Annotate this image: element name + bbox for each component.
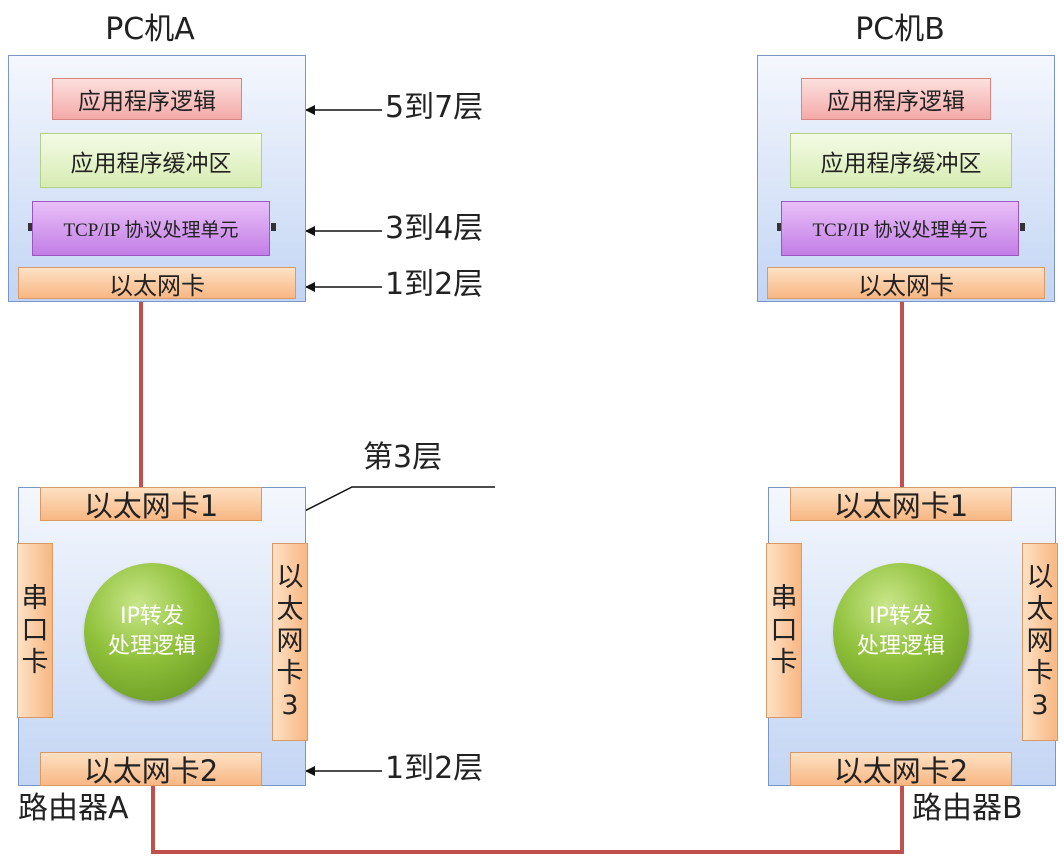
annotation-layer-3: 第3层 [363, 440, 443, 475]
pc-a-stack-edge-left [28, 223, 33, 231]
pc-b-stack-edge-right [1020, 223, 1025, 231]
pc-b-title: PC机B [855, 12, 945, 47]
router-a-nic3-char: 以 [276, 562, 304, 593]
router-b-ip-forwarding-logic: IP转发 处理逻辑 [833, 563, 969, 701]
router-a-core-line2: 处理逻辑 [107, 634, 196, 659]
router-b-core-line2: 处理逻辑 [856, 634, 945, 659]
router-a-serial-card: 串 口 卡 [17, 543, 53, 718]
router-b-nic3-char: 以 [1026, 562, 1054, 593]
annotation-layers-5-7: 5到7层 [385, 90, 484, 125]
router-a-serial-char: 口 [21, 614, 49, 646]
router-a-core-line1: IP转发 [120, 604, 184, 629]
annotation-layers-3-4: 3到4层 [385, 211, 484, 246]
router-a-nic3-char: 卡 [276, 658, 304, 689]
pc-b-app-buffer: 应用程序缓冲区 [790, 133, 1012, 188]
router-b-nic3-char: 卡 [1026, 658, 1054, 689]
link-router-a-router-b [151, 786, 904, 854]
pc-b-app-logic: 应用程序逻辑 [801, 78, 991, 120]
router-a-nic3-char: 3 [281, 690, 299, 721]
pc-a-app-logic: 应用程序逻辑 [52, 78, 242, 120]
pc-a-title: PC机A [105, 12, 195, 47]
router-b-nic1: 以太网卡1 [790, 487, 1012, 523]
router-b-nic3-char: 3 [1031, 690, 1049, 721]
router-b-label: 路由器B [912, 791, 1023, 826]
annotation-layers-1-2-pc: 1到2层 [385, 267, 484, 302]
router-b-serial-char: 口 [770, 614, 798, 646]
pc-a-tcpip-unit: TCP/IP 协议处理单元 [32, 201, 270, 256]
router-a-nic2: 以太网卡2 [40, 752, 262, 788]
router-b-serial-char: 串 [770, 582, 798, 614]
router-a-ip-forwarding-logic: IP转发 处理逻辑 [84, 563, 220, 701]
annotation-layers-1-2-router: 1到2层 [385, 751, 484, 786]
router-b-nic3-char: 网 [1026, 626, 1054, 657]
router-b-nic2: 以太网卡2 [790, 752, 1012, 788]
pc-b-nic: 以太网卡 [767, 267, 1045, 300]
pc-b-stack-edge-left [777, 223, 782, 231]
router-b-serial-card: 串 口 卡 [766, 543, 802, 718]
router-b-serial-char: 卡 [770, 646, 798, 678]
pc-a-nic: 以太网卡 [18, 267, 296, 300]
router-a-nic3-char: 太 [276, 594, 304, 625]
pc-a-app-buffer: 应用程序缓冲区 [40, 133, 262, 188]
pc-a-stack-edge-right [271, 223, 276, 231]
router-b-nic3: 以 太 网 卡 3 [1022, 543, 1058, 741]
router-a-label: 路由器A [18, 791, 129, 826]
router-a-nic3: 以 太 网 卡 3 [272, 543, 308, 741]
router-a-nic3-char: 网 [276, 626, 304, 657]
router-b-nic3-char: 太 [1026, 594, 1054, 625]
router-b-core-line1: IP转发 [869, 604, 933, 629]
router-a-serial-char: 卡 [21, 646, 49, 678]
router-a-serial-char: 串 [21, 582, 49, 614]
pc-b-tcpip-unit: TCP/IP 协议处理单元 [781, 201, 1019, 256]
router-a-nic1: 以太网卡1 [40, 487, 262, 523]
